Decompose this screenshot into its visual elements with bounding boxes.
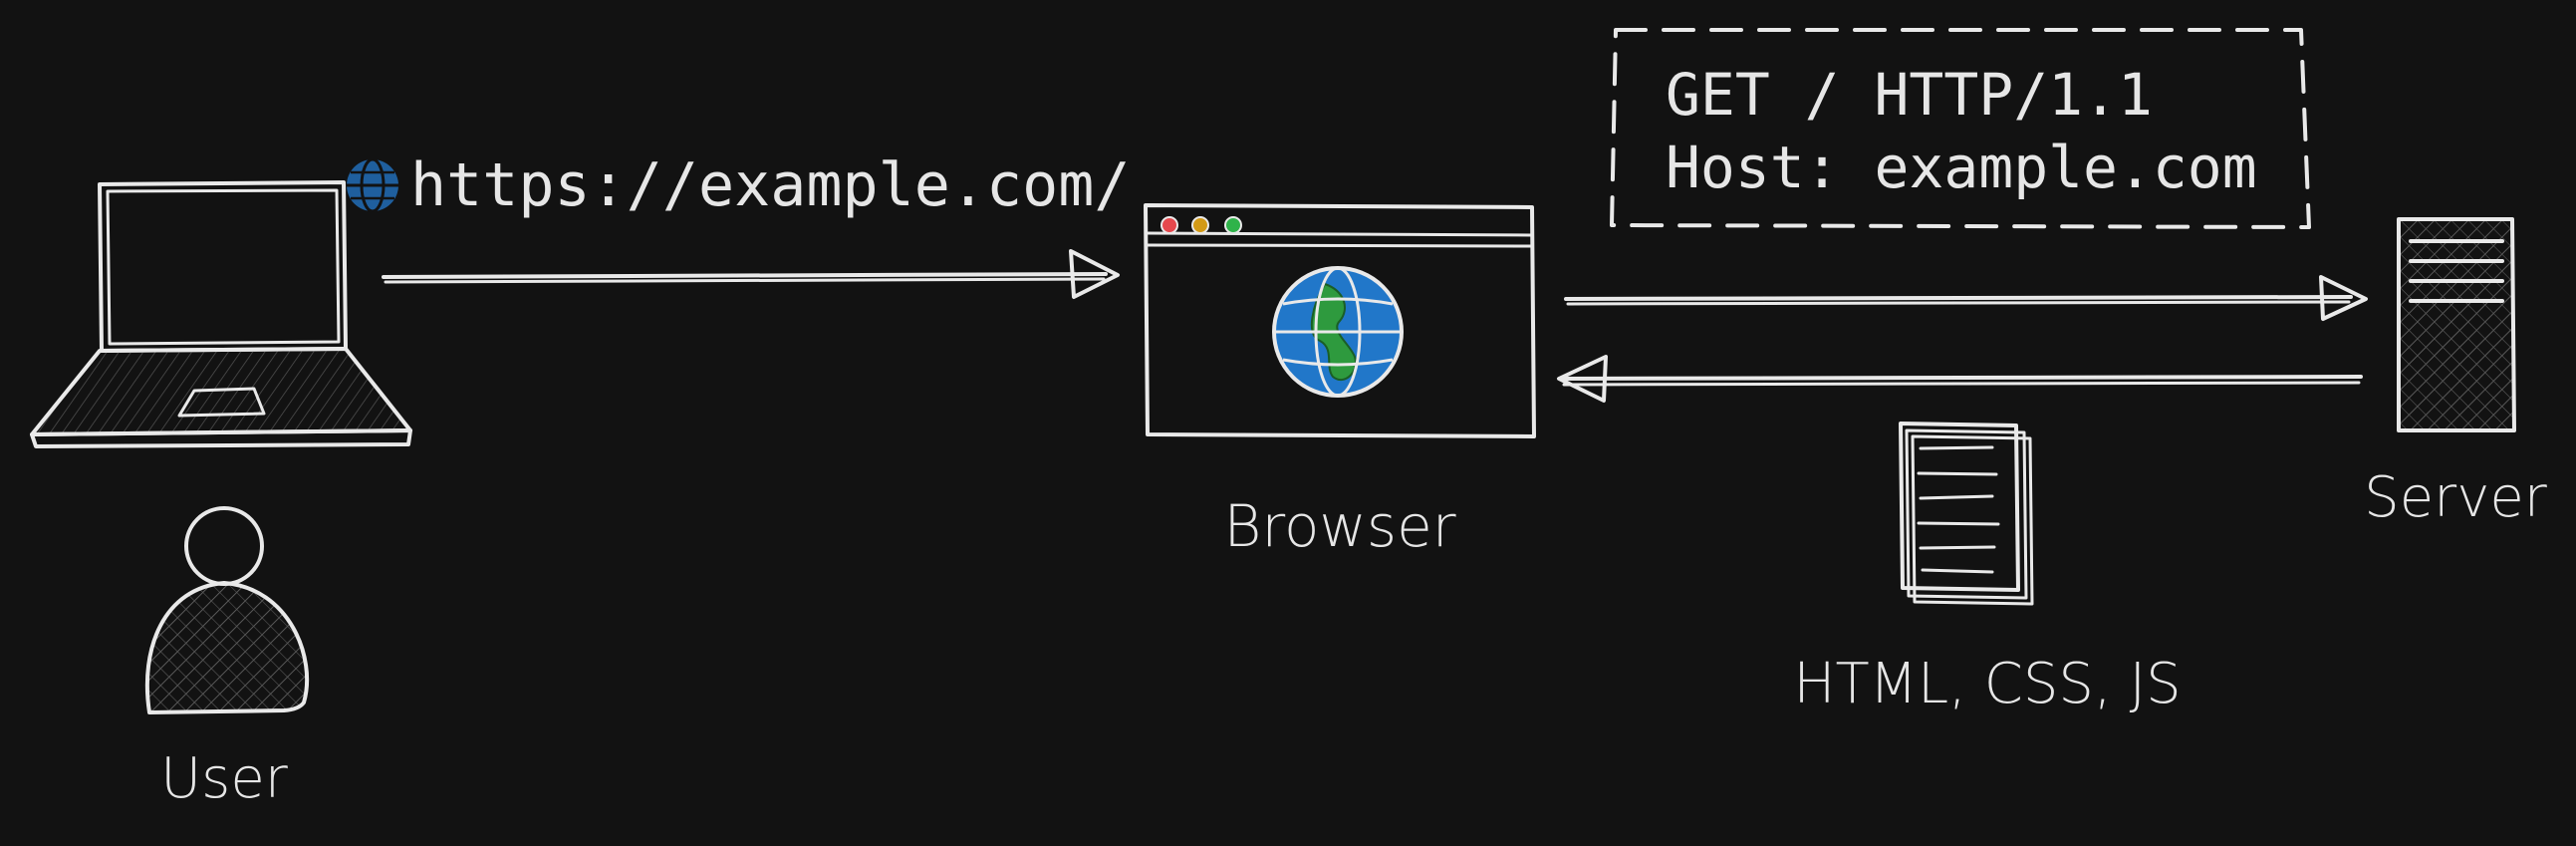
http-request-box	[1610, 28, 2311, 229]
request-line-1: GET / HTTP/1.1	[1666, 61, 2153, 129]
window-close-dot	[1160, 216, 1178, 234]
arrow-user-to-browser	[382, 249, 1120, 299]
window-minimize-dot	[1191, 216, 1209, 234]
documents-icon	[1899, 422, 2034, 606]
request-line-2: Host: example.com	[1666, 134, 2257, 201]
globe-icon	[347, 157, 398, 213]
arrow-server-to-browser	[1557, 355, 2363, 403]
laptop-icon	[30, 180, 412, 448]
server-label: Server	[2364, 465, 2547, 530]
resources-label: HTML, CSS, JS	[1793, 652, 2181, 716]
world-globe-icon	[1272, 266, 1404, 398]
browser-window	[1144, 203, 1536, 438]
user-label: User	[160, 746, 288, 811]
browser-label: Browser	[1223, 492, 1455, 560]
user-icon	[144, 506, 310, 714]
window-maximize-dot	[1224, 216, 1242, 234]
server-icon	[2397, 217, 2516, 432]
url-label: https://example.com/	[410, 150, 1130, 220]
arrow-browser-to-server	[1564, 275, 2368, 321]
